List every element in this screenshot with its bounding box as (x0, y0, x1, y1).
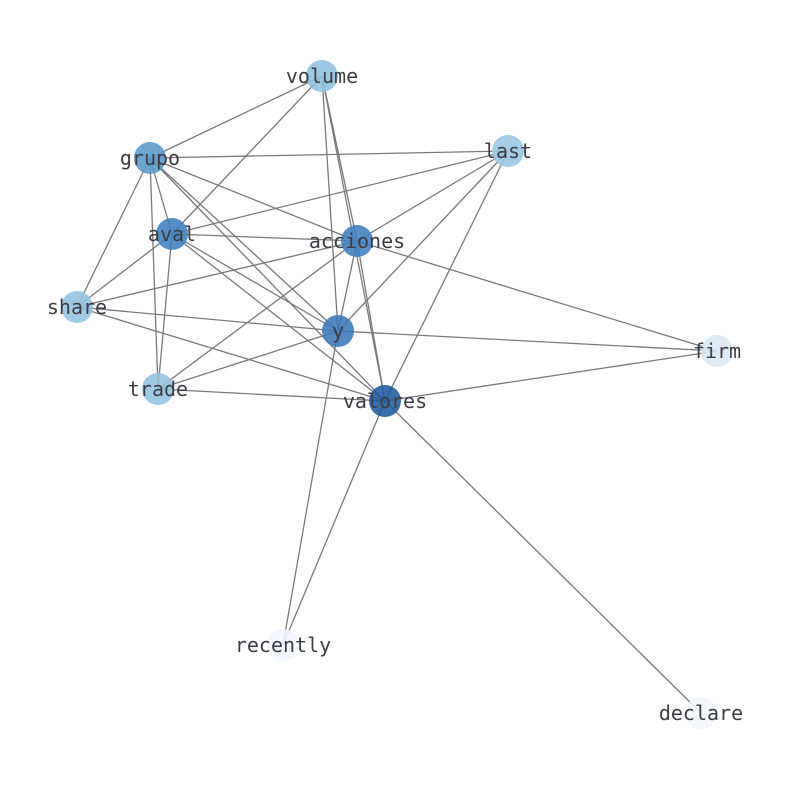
node-volume[interactable]: volume (286, 60, 358, 92)
edge-volume-grupo (149, 75, 323, 159)
node-circle-grupo (134, 142, 166, 174)
node-trade[interactable]: trade (128, 373, 188, 405)
edge-grupo-valores (149, 157, 386, 402)
graph-edges (76, 75, 718, 714)
node-y[interactable]: y (322, 315, 354, 347)
edge-share-valores (76, 306, 386, 402)
edge-aval-valores (171, 233, 386, 402)
node-firm[interactable]: firm (693, 335, 741, 367)
node-label-declare: declare (659, 701, 743, 725)
edge-aval-trade (157, 233, 173, 390)
node-circle-firm (701, 335, 733, 367)
edge-acciones-firm (356, 240, 718, 352)
node-circle-aval (156, 218, 188, 250)
edge-aval-y (171, 233, 339, 332)
edge-y-recently (282, 330, 339, 646)
node-label-aval: aval (148, 222, 196, 246)
edge-grupo-share (76, 157, 151, 308)
node-circle-share (61, 291, 93, 323)
node-label-trade: trade (128, 377, 188, 401)
edge-acciones-trade (157, 240, 358, 390)
node-label-volume: volume (286, 64, 358, 88)
node-circle-volume (306, 60, 338, 92)
node-label-grupo: grupo (120, 146, 180, 170)
edge-grupo-last (149, 150, 509, 159)
graph-nodes: volume grupo last aval acciones share y firm tra… (47, 60, 743, 729)
node-label-valores: valores (343, 389, 427, 413)
node-grupo[interactable]: grupo (120, 142, 180, 174)
edge-aval-acciones (171, 233, 358, 242)
node-last[interactable]: last (484, 135, 532, 167)
node-label-share: share (47, 295, 107, 319)
edge-acciones-valores (356, 240, 386, 402)
edge-acciones-share (76, 240, 358, 308)
node-circle-valores (369, 385, 401, 417)
node-label-firm: firm (693, 339, 741, 363)
node-circle-declare (685, 697, 717, 729)
node-label-last: last (484, 139, 532, 163)
edge-last-valores (384, 150, 509, 402)
node-valores[interactable]: valores (343, 385, 427, 417)
node-circle-trade (142, 373, 174, 405)
edge-share-y (76, 306, 339, 332)
edge-y-trade (157, 330, 339, 390)
edge-volume-acciones (321, 75, 358, 242)
node-acciones[interactable]: acciones (309, 225, 405, 257)
edge-grupo-y (149, 157, 339, 332)
node-declare[interactable]: declare (659, 697, 743, 729)
edge-valores-recently (282, 400, 386, 646)
edge-last-y (337, 150, 509, 332)
node-label-y: y (332, 319, 344, 343)
edge-valores-declare (384, 400, 702, 714)
edge-last-acciones (356, 150, 509, 242)
node-label-recently: recently (235, 633, 331, 657)
edge-aval-share (76, 233, 173, 308)
node-circle-acciones (341, 225, 373, 257)
edge-volume-y (321, 75, 339, 332)
node-circle-last (492, 135, 524, 167)
edge-y-firm (337, 330, 718, 352)
node-circle-recently (267, 629, 299, 661)
edge-firm-valores (384, 350, 718, 402)
node-share[interactable]: share (47, 291, 107, 323)
edge-last-aval (171, 150, 509, 235)
node-aval[interactable]: aval (148, 218, 196, 250)
edge-grupo-acciones (149, 157, 358, 242)
node-label-acciones: acciones (309, 229, 405, 253)
edge-grupo-trade (149, 157, 159, 390)
edge-trade-valores (157, 388, 386, 402)
node-circle-y (322, 315, 354, 347)
edge-volume-aval (171, 75, 323, 235)
node-recently[interactable]: recently (235, 629, 331, 661)
